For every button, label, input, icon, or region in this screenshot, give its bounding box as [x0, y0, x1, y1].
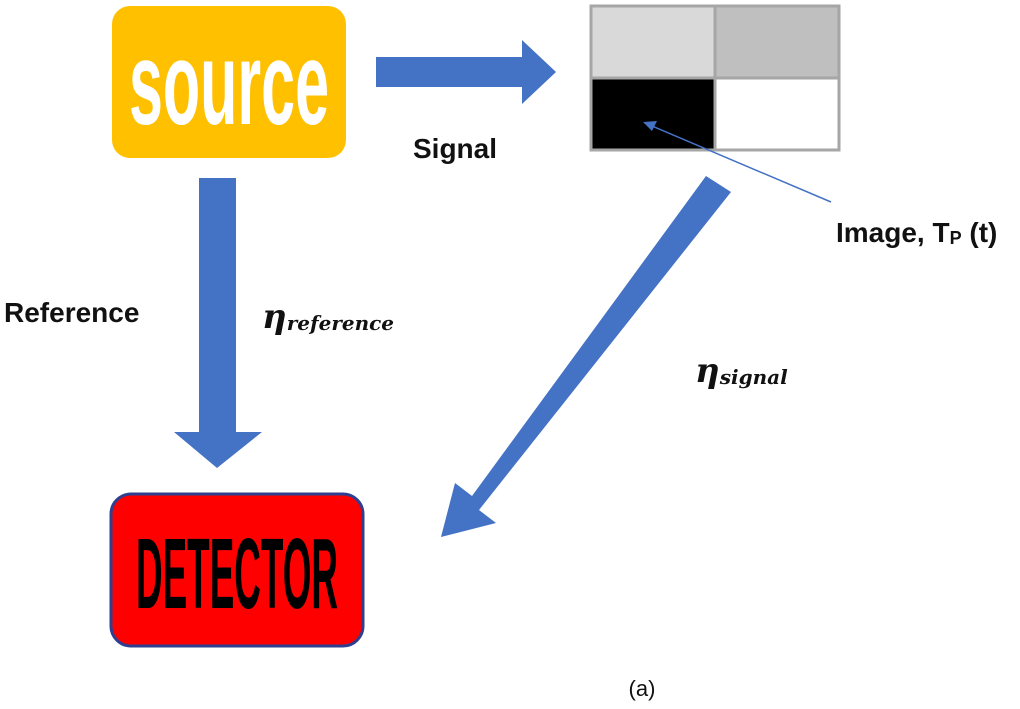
- signal-label: Signal: [413, 133, 497, 164]
- detector-node: DETECTOR: [109, 492, 365, 648]
- grid-cell-bottom-left: [589, 76, 717, 152]
- reference-label: Reference: [4, 297, 139, 328]
- signal-arrow: [376, 40, 556, 104]
- image-label: Image, TP (t): [836, 217, 997, 248]
- eta-signal-label: ηsignal: [695, 351, 788, 391]
- image-to-detector-arrow: [441, 176, 731, 537]
- source-node: source: [112, 6, 346, 158]
- grid-cell-bottom-right: [713, 76, 841, 152]
- image-pointer: [643, 121, 832, 203]
- grid-cell-top-right: [713, 4, 841, 80]
- eta-reference-label: ηreference: [262, 297, 394, 337]
- image-grid: [589, 4, 841, 152]
- grid-cell-top-left: [589, 4, 717, 80]
- figure-caption: (a): [629, 676, 656, 701]
- detector-label: DETECTOR: [136, 518, 338, 630]
- reference-arrow: [174, 178, 262, 468]
- source-label: source: [129, 18, 329, 150]
